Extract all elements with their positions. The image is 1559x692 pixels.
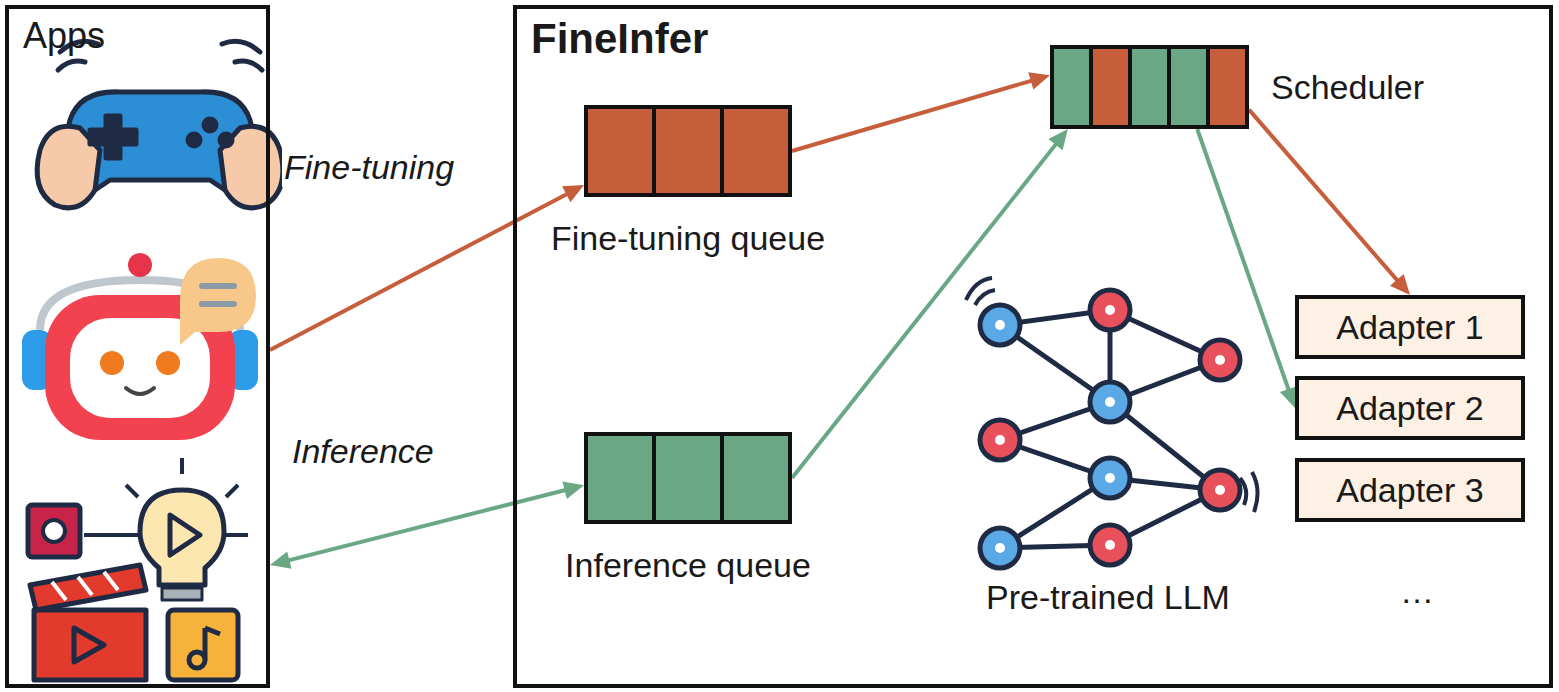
queue-slot <box>1089 45 1132 129</box>
queue-slot <box>720 105 792 197</box>
queue-slot <box>1050 45 1093 129</box>
ellipsis: … <box>1400 572 1434 611</box>
flow-arrow <box>270 185 584 350</box>
chatbot-icon <box>22 253 258 440</box>
fine-tuning-queue: Fine-tuning queue <box>551 105 825 258</box>
adapter-label: Adapter 3 <box>1336 471 1483 510</box>
arrowhead <box>562 185 584 202</box>
queue-slot <box>1206 45 1249 129</box>
queue-cells <box>584 105 792 197</box>
adapter-box: Adapter 2 <box>1295 376 1525 440</box>
queue-cells <box>1050 45 1249 129</box>
flow-arrow <box>792 129 1068 478</box>
flow-line <box>792 80 1033 151</box>
queue-label: Inference queue <box>565 546 811 585</box>
queue-slot <box>1167 45 1210 129</box>
adapter-box: Adapter 1 <box>1295 295 1525 359</box>
queue-slot <box>720 432 792 524</box>
queue-slot <box>584 105 656 197</box>
adapter-box: Adapter 3 <box>1295 458 1525 522</box>
flow-line <box>270 193 568 350</box>
arrowhead <box>1390 274 1410 295</box>
arrowhead <box>562 482 584 499</box>
flow-arrow <box>1249 110 1410 295</box>
flow-arrow <box>270 482 584 569</box>
adapter-label: Adapter 1 <box>1336 308 1483 347</box>
flow-line <box>287 490 566 561</box>
arrowhead <box>1028 72 1050 89</box>
flow-line <box>792 143 1057 478</box>
model-label: Pre-trained LLM <box>986 578 1230 617</box>
flow-line <box>1249 110 1398 282</box>
queue-label: Fine-tuning queue <box>551 219 825 258</box>
apps-panel: Apps <box>5 5 270 688</box>
adapter-label: Adapter 2 <box>1336 389 1483 428</box>
scheduler-label: Scheduler <box>1271 68 1424 107</box>
queue-slot <box>1128 45 1171 129</box>
arrowhead <box>1048 129 1067 150</box>
flow-arrow <box>792 72 1050 151</box>
queue-slot <box>652 105 724 197</box>
panel-title: Apps <box>23 15 105 57</box>
media-icons <box>28 458 248 680</box>
scheduler-queue: Scheduler <box>1050 45 1424 129</box>
gamepad-icon <box>37 41 283 208</box>
queue-slot <box>652 432 724 524</box>
flow-line <box>1197 129 1289 391</box>
queue-cells <box>584 432 792 524</box>
panel-title: FineInfer <box>531 15 708 63</box>
queue-slot <box>584 432 656 524</box>
arrowhead <box>270 551 292 568</box>
neural-network-illustration <box>966 260 1258 568</box>
inference-queue: Inference queue <box>565 432 811 585</box>
flow-arrow <box>1197 129 1297 408</box>
edge-label: Fine-tuning <box>282 148 456 187</box>
edge-label: Inference <box>290 432 436 471</box>
